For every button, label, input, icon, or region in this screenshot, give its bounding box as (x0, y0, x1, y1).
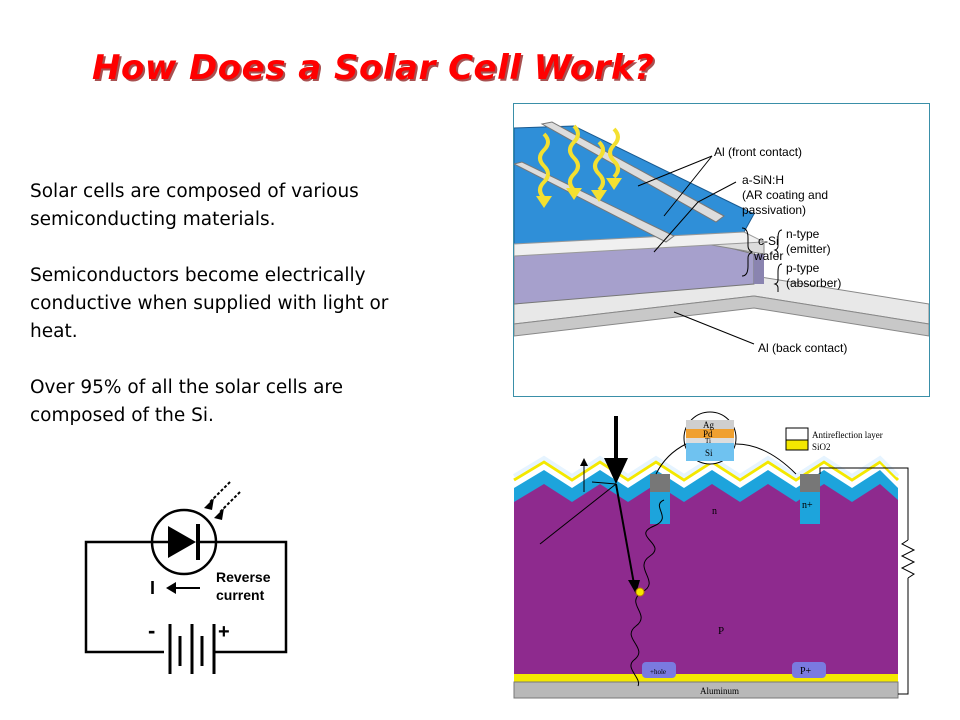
battery-icon (168, 624, 216, 674)
paragraph-silicon: Over 95% of all the solar cells are comp… (30, 377, 344, 426)
solar-cell-physics-diagram: Ag Pd Ti Si Antireflection layer SiO2 n … (500, 408, 930, 708)
legend-sio2-swatch (785, 439, 809, 451)
label-p-plus: P+ (800, 666, 812, 677)
label-emitter: (emitter) (786, 242, 831, 256)
label-hole: +hole (650, 668, 666, 676)
label-n: n (712, 506, 717, 517)
inset-label-si: Si (705, 448, 713, 458)
label-ar-coating: (AR coating and (742, 188, 828, 202)
n-plus-region-right (800, 488, 820, 524)
legend-ar-swatch (785, 427, 809, 441)
inset-label-ti: Ti (705, 437, 711, 445)
inset-label-pd: Pd (703, 429, 713, 439)
p-type-bulk (514, 480, 898, 674)
carrier-path (630, 499, 665, 687)
contact-stack-inset: Ag Pd Ti Si (683, 411, 737, 465)
label-wafer: wafer (753, 249, 783, 263)
label-p-type: p-type (786, 261, 820, 275)
label-csi: c-Si (758, 234, 779, 248)
paragraph-conductivity: Semiconductors become electrically condu… (30, 265, 389, 342)
p-plus-contact-left (642, 662, 676, 678)
label-n-plus: n+ (802, 500, 813, 511)
label-back-contact: Al (back contact) (758, 341, 847, 355)
page-title: How Does a Solar Cell Work? (92, 48, 655, 88)
inset-label-ag: Ag (703, 420, 714, 430)
current-arrow-icon (166, 582, 176, 594)
solar-cell-structure-diagram: Al (front contact) a-SiN:H (AR coating a… (512, 103, 930, 397)
current-text-label: current (216, 587, 265, 603)
n-plus-region-left (650, 488, 670, 524)
label-asin: a-SiN:H (742, 173, 784, 187)
photodiode-circuit: I Reverse current - + (80, 476, 300, 676)
reverse-label: Reverse (216, 569, 271, 585)
legend-ar-label: Antireflection layer (812, 430, 883, 440)
battery-plus: + (218, 621, 230, 643)
label-passivation: passivation) (742, 203, 806, 217)
label-n-type: n-type (786, 227, 820, 241)
p-plus-contact-right (792, 662, 826, 678)
label-absorber: (absorber) (786, 276, 841, 290)
label-aluminum: Aluminum (700, 686, 739, 696)
label-front-contact: Al (front contact) (714, 145, 802, 159)
solar-cell-physics-svg: Ag Pd Ti Si Antireflection layer SiO2 n … (512, 411, 916, 699)
front-contact-finger (540, 121, 725, 223)
solar-cell-structure-svg: Al (front contact) a-SiN:H (AR coating a… (512, 121, 930, 355)
paragraph-composition: Solar cells are composed of various semi… (30, 181, 359, 230)
body-text: Solar cells are composed of various semi… (30, 178, 430, 458)
label-p: P (718, 625, 724, 637)
legend-sio2-label: SiO2 (812, 442, 831, 452)
aluminum-back (514, 674, 898, 682)
battery-minus: - (148, 618, 155, 643)
light-arrows-icon (209, 481, 241, 513)
light-rays (538, 124, 620, 200)
photodiode-circuit-svg: I Reverse current - + (84, 481, 288, 674)
current-label: I (150, 578, 155, 598)
diode-triangle (168, 526, 196, 558)
